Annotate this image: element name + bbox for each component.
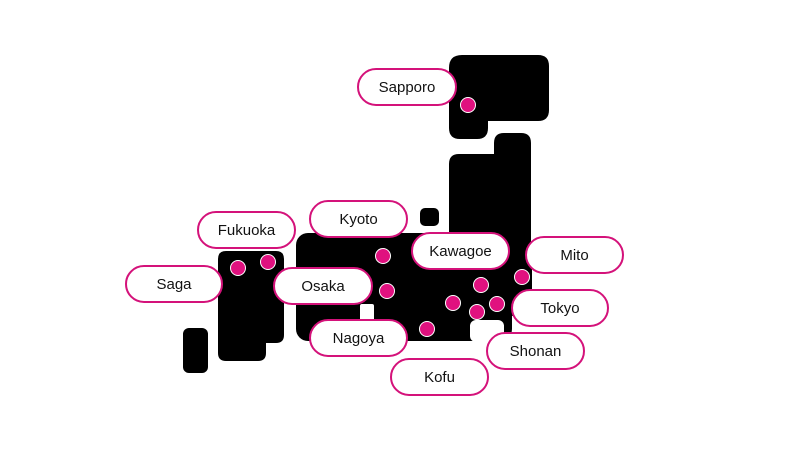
saga-marker[interactable] <box>230 260 246 276</box>
mito-marker[interactable] <box>514 269 530 285</box>
city-label-osaka[interactable]: Osaka <box>273 267 373 305</box>
kofu-marker[interactable] <box>445 295 461 311</box>
osaka-marker[interactable] <box>379 283 395 299</box>
city-label-kawagoe[interactable]: Kawagoe <box>411 232 510 270</box>
city-label-nagoya[interactable]: Nagoya <box>309 319 408 357</box>
kawagoe-marker[interactable] <box>473 277 489 293</box>
kyushu-landmass <box>218 251 284 361</box>
city-label-shonan[interactable]: Shonan <box>486 332 585 370</box>
city-label-fukuoka[interactable]: Fukuoka <box>197 211 296 249</box>
city-label-kofu[interactable]: Kofu <box>390 358 489 396</box>
hokkaido-landmass <box>449 55 549 139</box>
southern-island <box>183 328 208 373</box>
tokyo-marker[interactable] <box>489 296 505 312</box>
city-label-saga[interactable]: Saga <box>125 265 223 303</box>
fukuoka-marker[interactable] <box>260 254 276 270</box>
sapporo-marker[interactable] <box>460 97 476 113</box>
city-label-kyoto[interactable]: Kyoto <box>309 200 408 238</box>
small-island <box>420 208 439 226</box>
city-label-tokyo[interactable]: Tokyo <box>511 289 609 327</box>
city-label-sapporo[interactable]: Sapporo <box>357 68 457 106</box>
kyoto-marker[interactable] <box>375 248 391 264</box>
city-label-mito[interactable]: Mito <box>525 236 624 274</box>
nagoya-marker[interactable] <box>419 321 435 337</box>
shonan-marker[interactable] <box>469 304 485 320</box>
